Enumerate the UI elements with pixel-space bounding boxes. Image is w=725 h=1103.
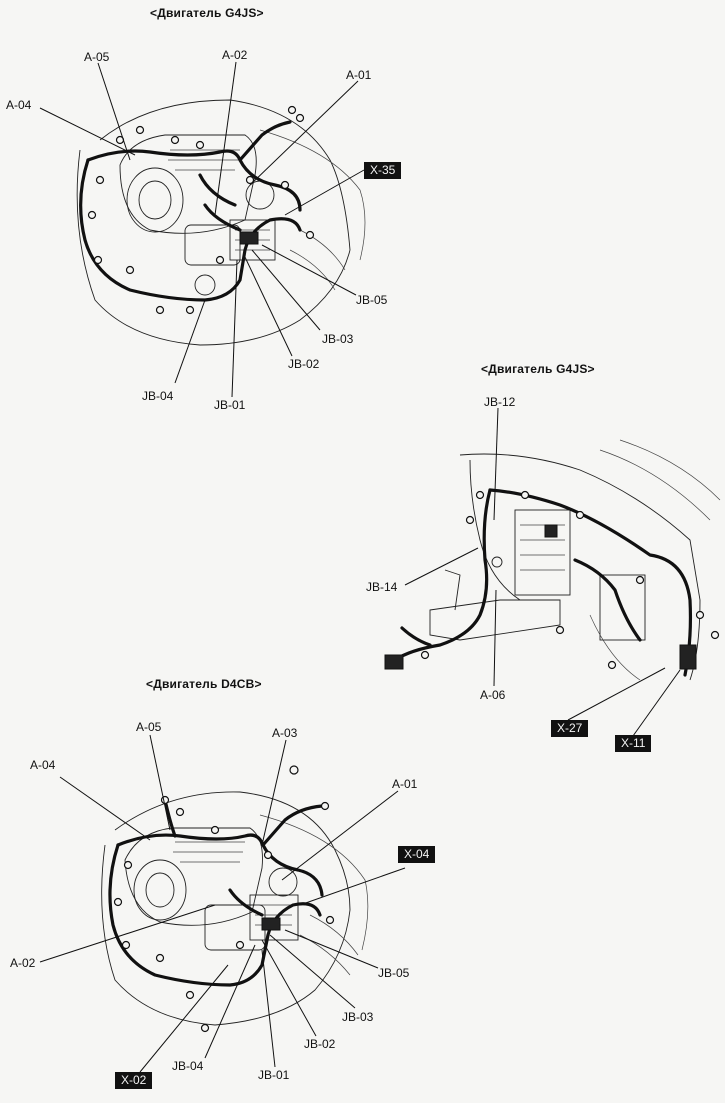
label-x-35: X-35: [364, 162, 402, 179]
label-jb-01: JB-01: [214, 398, 246, 412]
dashboard-g4js-drawing: [384, 407, 721, 737]
label-a-05: A-05: [84, 50, 110, 64]
label-a-05-d4cb: A-05: [136, 720, 162, 734]
engine-bay-g4js-drawing: [39, 61, 366, 398]
section-3-title: <Двигатель D4CB>: [146, 677, 262, 691]
label-jb-04-d4cb: JB-04: [172, 1059, 204, 1073]
label-x-27: X-27: [551, 720, 589, 737]
label-a-04: A-04: [6, 98, 32, 112]
label-jb-03: JB-03: [322, 332, 354, 346]
label-a-03: A-03: [272, 726, 298, 740]
label-jb-05: JB-05: [356, 293, 388, 307]
label-jb-05-d4cb: JB-05: [378, 966, 410, 980]
label-a-04-d4cb: A-04: [30, 758, 56, 772]
section-2-title: <Двигатель G4JS>: [481, 362, 595, 376]
label-x-02: X-02: [115, 1072, 153, 1089]
label-a-02-d4cb: A-02: [10, 956, 36, 970]
label-jb-12: JB-12: [484, 395, 516, 409]
label-jb-01-d4cb: JB-01: [258, 1068, 290, 1082]
label-jb-02: JB-02: [288, 357, 320, 371]
label-a-02: A-02: [222, 48, 248, 62]
label-x-04: X-04: [398, 846, 436, 863]
label-jb-04: JB-04: [142, 389, 174, 403]
label-a-01-d4cb: A-01: [392, 777, 418, 791]
label-a-06: A-06: [480, 688, 506, 702]
label-jb-02-d4cb: JB-02: [304, 1037, 336, 1051]
label-jb-03-d4cb: JB-03: [342, 1010, 374, 1024]
section-1-title: <Двигатель G4JS>: [150, 6, 264, 20]
label-jb-14: JB-14: [366, 580, 398, 594]
label-a-01: A-01: [346, 68, 372, 82]
label-x-11: X-11: [615, 735, 652, 752]
engine-bay-d4cb-drawing: [39, 734, 406, 1073]
